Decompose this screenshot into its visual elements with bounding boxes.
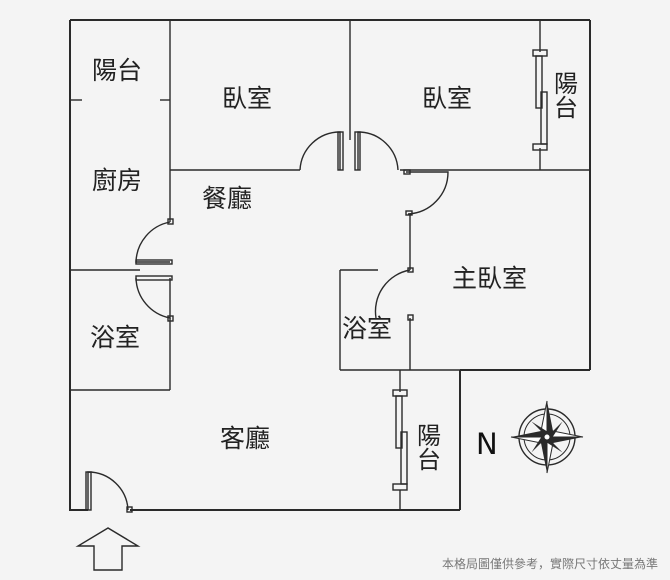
bath-center-label: 浴室 bbox=[342, 314, 393, 343]
living-room-label: 客廳 bbox=[220, 424, 271, 453]
master-bedroom-label: 主臥室 bbox=[452, 264, 528, 293]
kitchen-label: 廚房 bbox=[92, 166, 143, 195]
bedroom-right-label: 臥室 bbox=[422, 84, 473, 113]
balcony-top-left-label: 陽台 bbox=[92, 56, 143, 85]
doors bbox=[85, 131, 449, 513]
outer-walls bbox=[69, 19, 591, 511]
compass-north-label: N bbox=[476, 427, 498, 461]
balcony-right-label: 陽 台 bbox=[554, 70, 578, 122]
compass-rose-icon bbox=[510, 400, 584, 474]
dining-label: 餐廳 bbox=[202, 184, 253, 213]
balcony-bottom-label: 陽 台 bbox=[417, 422, 441, 474]
sliding-door-bottom bbox=[392, 389, 408, 491]
entrance-arrow-icon bbox=[75, 527, 141, 571]
interior-walls bbox=[70, 20, 590, 510]
sliding-door-right bbox=[532, 49, 548, 151]
bedroom-left-label: 臥室 bbox=[222, 84, 273, 113]
bath-left-label: 浴室 bbox=[90, 323, 141, 352]
disclaimer-footnote: 本格局圖僅供參考，實際尺寸依丈量為準 bbox=[441, 557, 658, 571]
